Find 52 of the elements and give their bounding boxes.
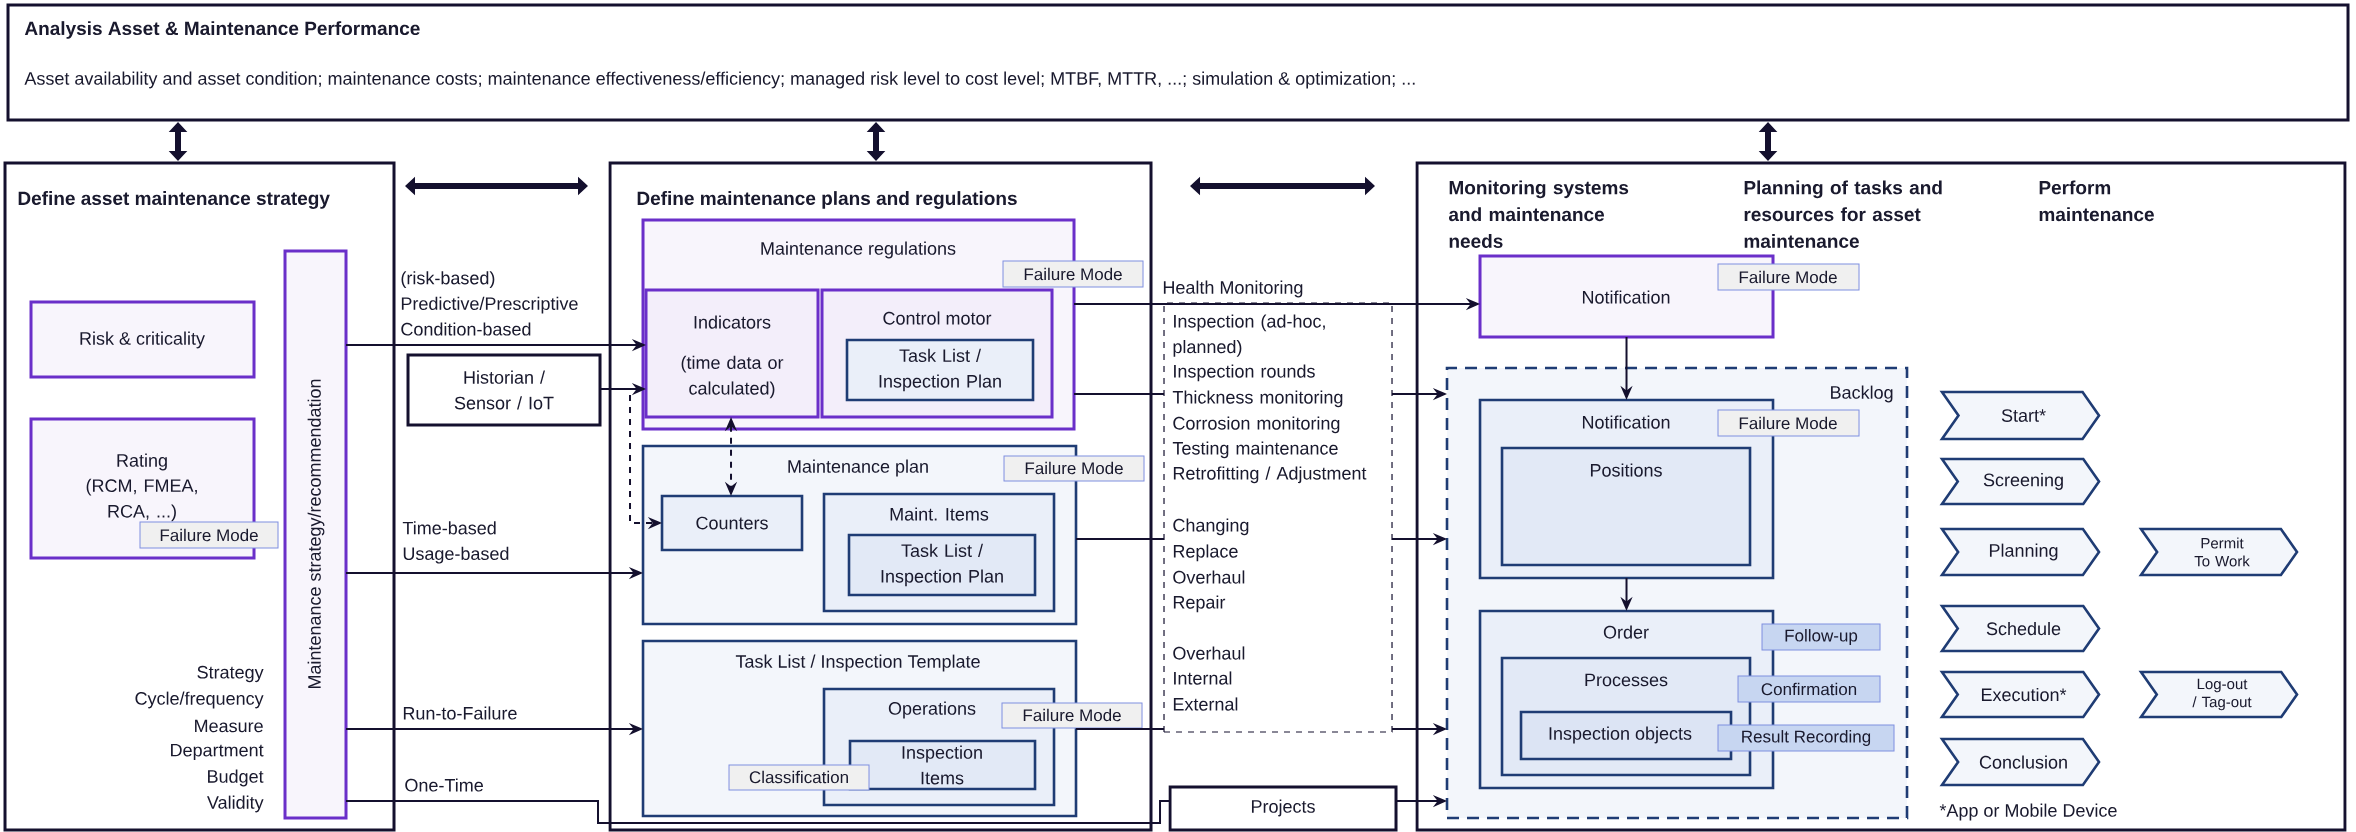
edge-label: Run-to-Failure [403, 706, 517, 720]
connector-line [1075, 728, 1165, 730]
arrow [1758, 122, 1778, 161]
chevron-step: Screening [1939, 457, 2101, 506]
vertical-bar: Maintenance strategy/recommendation [283, 249, 348, 820]
connector-line [1073, 393, 1165, 395]
connector-line [1075, 538, 1165, 540]
tag-label: Result Recording [1717, 724, 1895, 752]
footnote: *App or Mobile Device [1939, 803, 2117, 821]
dashed-list-box: Health Monitoring Inspection (ad-hoc, planned) Inspection rounds Thickness monitoring Corrosion monitoring Testing maintenance Retrofitting / Adjustment Changing Replace Overhaul Repair Overhaul Internal External [1163, 280, 1393, 733]
panel: Analysis Asset & Maintenance Performance Asset availability and asset condition; maintenance costs; maintenance effectiveness/efficiency; managed risk level to cost level; MTBF, MTTR, ...; simulation & optimization; ... [6, 3, 2350, 122]
tag-label: Failure Mode [1717, 263, 1860, 291]
chevron-step: Permit To Work [2138, 527, 2299, 577]
chevron-step: Start* [1939, 390, 2101, 441]
arrow [168, 122, 188, 161]
process-box: Historian / Sensor / IoT [406, 353, 602, 427]
list-item: Department [171, 743, 264, 761]
chevron-step: Planning [1939, 527, 2101, 577]
list-item: Budget [208, 769, 264, 787]
arrow [866, 122, 886, 161]
process-box: Task List / Inspection Plan [847, 533, 1037, 597]
tag-label: Confirmation [1737, 675, 1881, 703]
connector-line [345, 800, 1171, 824]
list-item: Cycle/frequency [135, 691, 264, 709]
tag-label: Failure Mode [1717, 409, 1860, 437]
process-box: Task List / Inspection Plan [845, 338, 1035, 402]
chevron-step: Schedule [1939, 604, 2101, 653]
chevron-step: Log-out / Tag-out [2138, 670, 2299, 719]
process-box: Projects [1168, 785, 1398, 832]
edge-label: One-Time [405, 778, 483, 792]
edge-label: (risk-based) Predictive/Prescriptive Condition-based [401, 271, 578, 336]
tag-label: Failure Mode [1001, 702, 1143, 729]
process-box: Counters [660, 494, 804, 552]
tag-label: Failure Mode [1003, 455, 1145, 482]
tag-label: Classification [728, 764, 870, 791]
process-box: Indicators (time data or calculated) [644, 288, 820, 419]
list-item: Strategy [197, 665, 264, 683]
tag-label: Follow-up [1761, 623, 1881, 651]
process-box: Positions [1500, 446, 1752, 567]
list-item: Validity [207, 795, 264, 813]
process-box: Inspection objects [1519, 710, 1733, 761]
arrow [1190, 176, 1375, 196]
chevron-step: Execution* [1939, 670, 2101, 719]
process-box: Risk & criticality [29, 300, 256, 379]
arrow [405, 176, 588, 196]
process-box: Inspection Items [848, 739, 1037, 791]
edge-label: Time-based Usage-based [402, 521, 509, 564]
tag-label: Failure Mode [139, 521, 279, 549]
node-label: Health Monitoring [1163, 280, 1303, 298]
list-item: Measure [195, 719, 263, 733]
tag-label: Failure Mode [1002, 260, 1144, 288]
chevron-step: Conclusion [1939, 737, 2101, 787]
